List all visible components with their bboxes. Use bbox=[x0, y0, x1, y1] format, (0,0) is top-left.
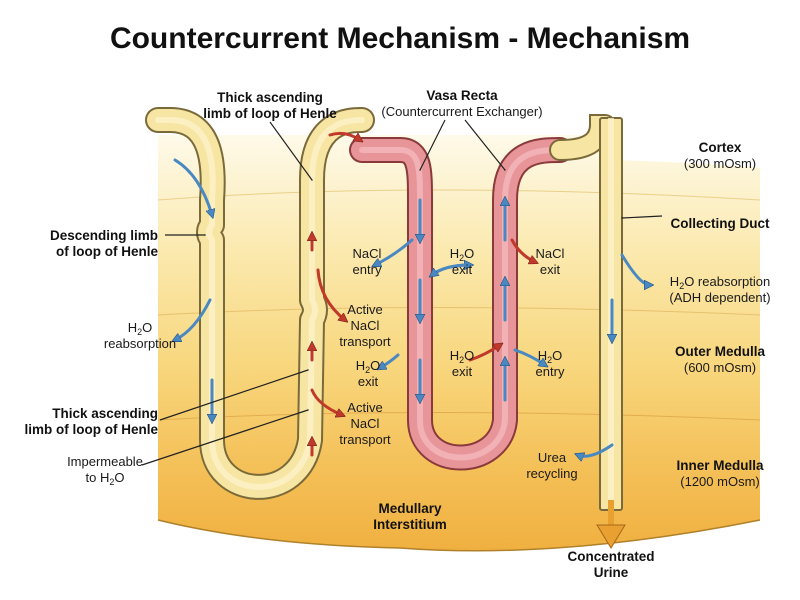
label-active-nacl-top-2: NaCl bbox=[351, 318, 380, 333]
vasa-recta bbox=[349, 137, 573, 471]
leader-lines bbox=[141, 119, 663, 466]
label-cortex-osm: (300 mOsm) bbox=[684, 156, 756, 171]
label-concentrated-urine-1: Concentrated bbox=[567, 549, 654, 564]
nacl-arrows bbox=[312, 131, 535, 457]
label-h2o-reabsorption-adh-1: H2O reabsorption bbox=[670, 274, 770, 291]
label-outer-medulla-osm: (600 mOsm) bbox=[684, 360, 756, 375]
labels: Thick ascending limb of loop of Henle Va… bbox=[25, 88, 771, 580]
label-h2o-exit-upper-1: H2O bbox=[450, 246, 475, 263]
label-h2o-exit-upper-2: exit bbox=[452, 262, 473, 277]
label-urea-recycling-2: recycling bbox=[526, 466, 577, 481]
label-nacl-entry-1: NaCl bbox=[353, 246, 382, 261]
label-concentrated-urine-2: Urine bbox=[594, 565, 629, 580]
label-medullary-interstitium-1: Medullary bbox=[378, 501, 442, 516]
label-thick-limb-top-2: limb of loop of Henle bbox=[203, 106, 337, 121]
label-active-nacl-bottom-3: transport bbox=[339, 432, 391, 447]
label-impermeable-2: to H2O bbox=[86, 470, 125, 487]
label-thick-limb-bottom-2: limb of loop of Henle bbox=[25, 422, 159, 437]
label-nacl-entry-2: entry bbox=[353, 262, 382, 277]
label-inner-medulla-osm: (1200 mOsm) bbox=[680, 474, 759, 489]
label-h2o-exit-mid-2: exit bbox=[358, 374, 379, 389]
label-vasa-recta-sub: (Countercurrent Exchanger) bbox=[381, 104, 542, 119]
label-active-nacl-top-3: transport bbox=[339, 334, 391, 349]
label-h2o-exit-lower-2: exit bbox=[452, 364, 473, 379]
label-h2o-exit-lower-1: H2O bbox=[450, 348, 475, 365]
label-medullary-interstitium-2: Interstitium bbox=[373, 517, 447, 532]
label-vasa-recta: Vasa Recta bbox=[426, 88, 498, 103]
label-thick-limb-top-1: Thick ascending bbox=[217, 90, 323, 105]
urine-arrow bbox=[596, 524, 626, 549]
label-collecting-duct: Collecting Duct bbox=[670, 216, 770, 231]
label-reabsorption-left: reabsorption bbox=[104, 336, 176, 351]
label-active-nacl-bottom-2: NaCl bbox=[351, 416, 380, 431]
label-h2o-entry-1: H2O bbox=[538, 348, 563, 365]
water-arrows bbox=[175, 158, 650, 456]
label-active-nacl-bottom-1: Active bbox=[347, 400, 382, 415]
label-h2o-reabsorption-adh-2: (ADH dependent) bbox=[669, 290, 770, 305]
page-title: Countercurrent Mechanism - Mechanism bbox=[110, 22, 690, 55]
label-nacl-exit-2: exit bbox=[540, 262, 561, 277]
label-nacl-exit-1: NaCl bbox=[536, 246, 565, 261]
label-urea-recycling-1: Urea bbox=[538, 450, 567, 465]
label-descending-limb-1: Descending limb bbox=[50, 228, 158, 243]
label-h2o-entry-2: entry bbox=[536, 364, 565, 379]
label-descending-limb-2: of loop of Henle bbox=[56, 244, 158, 259]
label-outer-medulla: Outer Medulla bbox=[675, 344, 766, 359]
label-h2o-exit-mid-1: H2O bbox=[356, 358, 381, 375]
label-cortex: Cortex bbox=[699, 140, 742, 155]
label-thick-limb-bottom-1: Thick ascending bbox=[52, 406, 158, 421]
label-h2o-reabsorption-left: H2O bbox=[128, 320, 153, 337]
label-active-nacl-top-1: Active bbox=[347, 302, 382, 317]
label-inner-medulla: Inner Medulla bbox=[676, 458, 764, 473]
label-impermeable-1: Impermeable bbox=[67, 454, 143, 469]
